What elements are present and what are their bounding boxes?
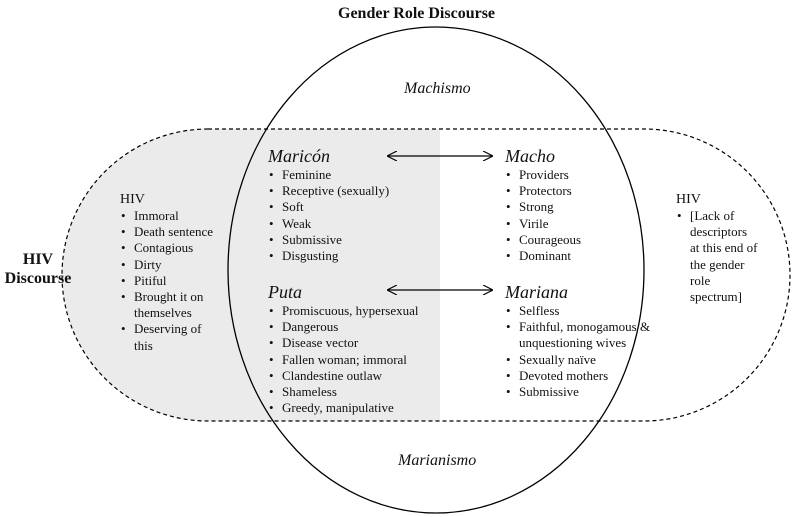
right-hiv-list: [Lack of descriptors at this end of the … <box>676 208 758 305</box>
list-item: Disease vector <box>268 335 440 351</box>
puta-list: Promiscuous, hypersexual Dangerous Disea… <box>268 303 440 417</box>
list-item: Deserving of this <box>120 321 218 353</box>
diagram-title: Gender Role Discourse <box>338 5 496 22</box>
list-item: Providers <box>505 167 645 183</box>
list-item: Shameless <box>268 384 440 400</box>
list-item: Feminine <box>268 167 438 183</box>
hiv-discourse-oval <box>61 128 791 422</box>
puta-group: Puta Promiscuous, hypersexual Dangerous … <box>268 282 440 417</box>
list-item: Sexually naïve <box>505 352 651 368</box>
list-item: [Lack of descriptors at this end of the … <box>676 208 758 305</box>
list-item: Submissive <box>268 232 438 248</box>
left-hiv-list: Immoral Death sentence Contagious Dirty … <box>120 208 238 354</box>
mariana-group: Mariana Selfless Faithful, monogamous & … <box>505 282 651 400</box>
list-item: Soft <box>268 199 438 215</box>
list-item: Dangerous <box>268 319 440 335</box>
list-item: Receptive (sexually) <box>268 183 438 199</box>
list-item: Contagious <box>120 240 238 256</box>
list-item: Virile <box>505 216 645 232</box>
macho-heading: Macho <box>505 146 555 166</box>
mariana-heading: Mariana <box>505 282 568 302</box>
list-item: Fallen woman; immoral <box>268 352 440 368</box>
list-item: Immoral <box>120 208 238 224</box>
list-item: Weak <box>268 216 438 232</box>
hiv-discourse-label: HIV Discourse <box>4 251 72 287</box>
list-item: Devoted mothers <box>505 368 651 384</box>
list-item: Protectors <box>505 183 645 199</box>
list-item: Disgusting <box>268 248 438 264</box>
right-hiv-heading: HIV <box>676 192 701 207</box>
macho-group: Macho Providers Protectors Strong Virile… <box>505 146 645 264</box>
left-hiv-heading: HIV <box>120 192 145 207</box>
maricon-list: Feminine Receptive (sexually) Soft Weak … <box>268 167 438 264</box>
right-hiv-group: HIV [Lack of descriptors at this end of … <box>676 192 758 305</box>
list-item: Strong <box>505 199 645 215</box>
list-item: Courageous <box>505 232 645 248</box>
list-item: Pitiful <box>120 273 238 289</box>
macho-list: Providers Protectors Strong Virile Coura… <box>505 167 645 264</box>
list-item: Greedy, manipulative <box>268 400 440 416</box>
list-item: Submissive <box>505 384 651 400</box>
puta-heading: Puta <box>268 282 302 302</box>
maricon-heading: Maricón <box>268 146 330 166</box>
marianismo-label: Marianismo <box>398 452 477 469</box>
list-item: Clandestine outlaw <box>268 368 440 384</box>
list-item: Selfless <box>505 303 651 319</box>
left-hiv-group: HIV Immoral Death sentence Contagious Di… <box>120 192 238 354</box>
mariana-list: Selfless Faithful, monogamous & unquesti… <box>505 303 651 400</box>
machismo-label: Machismo <box>404 80 471 97</box>
maricon-group: Maricón Feminine Receptive (sexually) So… <box>268 146 438 264</box>
list-item: Brought it on themselves <box>120 289 218 321</box>
list-item: Death sentence <box>120 224 238 240</box>
list-item: Dominant <box>505 248 645 264</box>
list-item: Promiscuous, hypersexual <box>268 303 440 319</box>
list-item: Faithful, monogamous & unquestioning wiv… <box>505 319 651 351</box>
list-item: Dirty <box>120 257 238 273</box>
